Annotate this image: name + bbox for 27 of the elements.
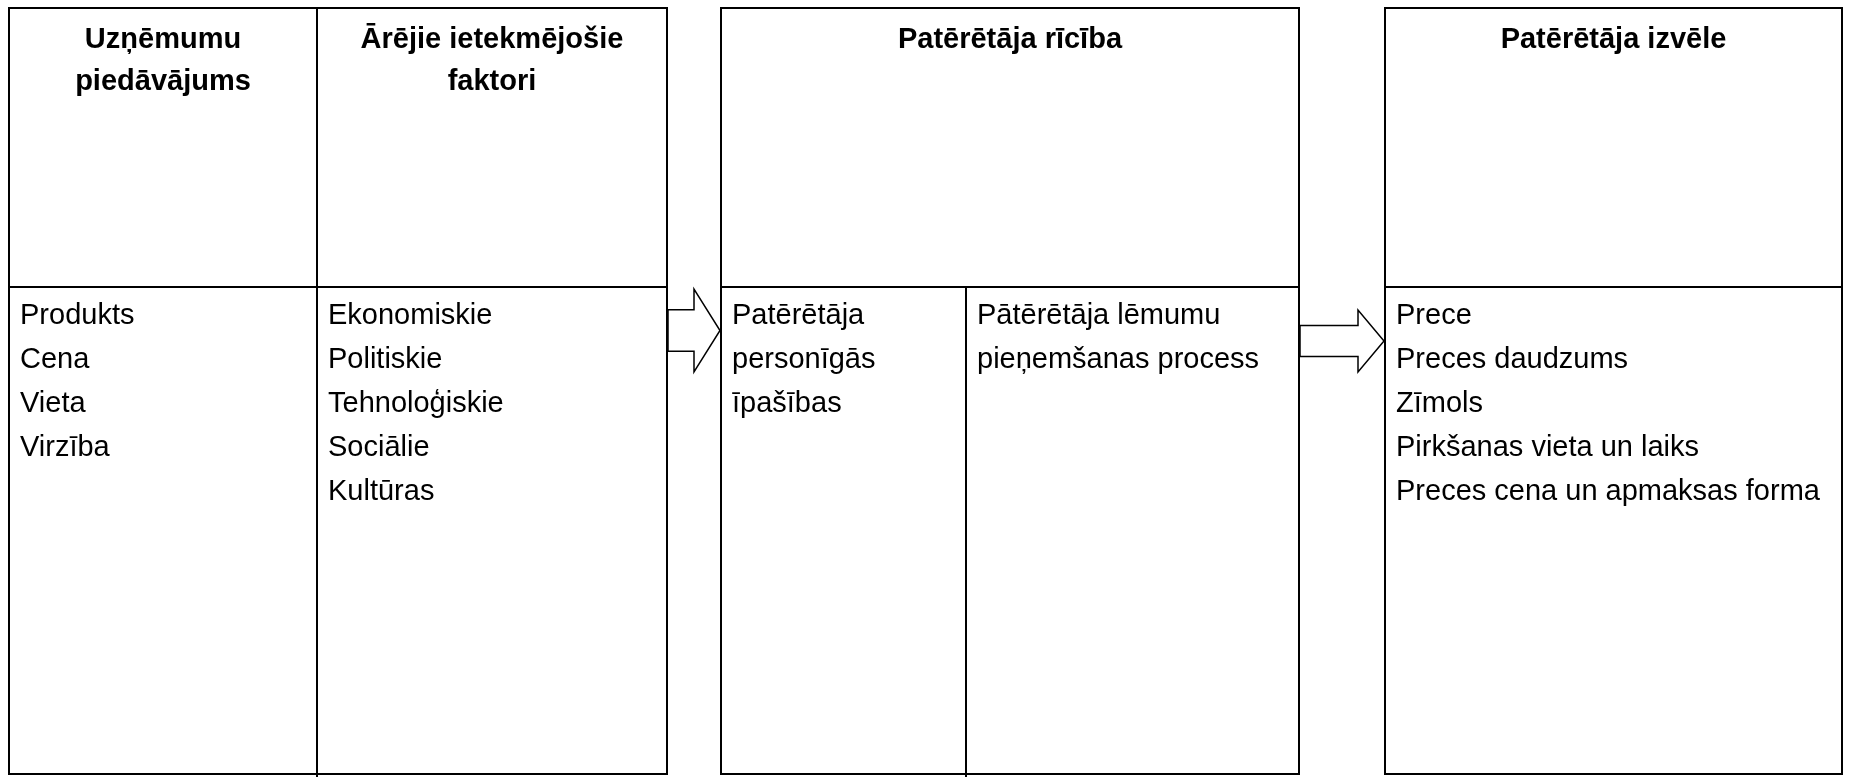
list-item: Virzība (20, 429, 111, 464)
table-panel (1384, 7, 1843, 775)
list-item: Patērētāja personīgās īpašības (732, 297, 877, 420)
column-heading: Patērētāja izvēle (1499, 21, 1728, 56)
list-item: Pirkšanas vieta un laiks (1396, 429, 1701, 464)
list-item: Pātērētāja lēmumu pieņemšanas process (977, 297, 1261, 376)
list-item: Ekonomiskie (328, 297, 494, 332)
column-heading: Uzņēmumu piedāvājums (74, 21, 252, 98)
table-panel (8, 7, 668, 775)
block-arrow (667, 286, 721, 375)
list-item: Vieta (20, 385, 87, 420)
list-item: Preces cena un apmaksas forma (1396, 473, 1821, 508)
list-item: Cena (20, 341, 91, 376)
list-item: Kultūras (328, 473, 436, 508)
column-heading: Ārējie ietekmējošie faktori (359, 21, 625, 98)
list-item: Tehnoloģiskie (328, 385, 505, 420)
list-item: Prece (1396, 297, 1473, 332)
table-panel (720, 7, 1300, 775)
table-cell (965, 286, 1298, 777)
block-arrow (1299, 307, 1385, 375)
list-item: Zīmols (1396, 385, 1484, 420)
column-heading: Patērētāja rīcība (896, 21, 1124, 56)
list-item: Politiskie (328, 341, 444, 376)
list-item: Sociālie (328, 429, 431, 464)
table-cell (316, 286, 666, 777)
list-item: Preces daudzums (1396, 341, 1630, 376)
list-item: Produkts (20, 297, 136, 332)
